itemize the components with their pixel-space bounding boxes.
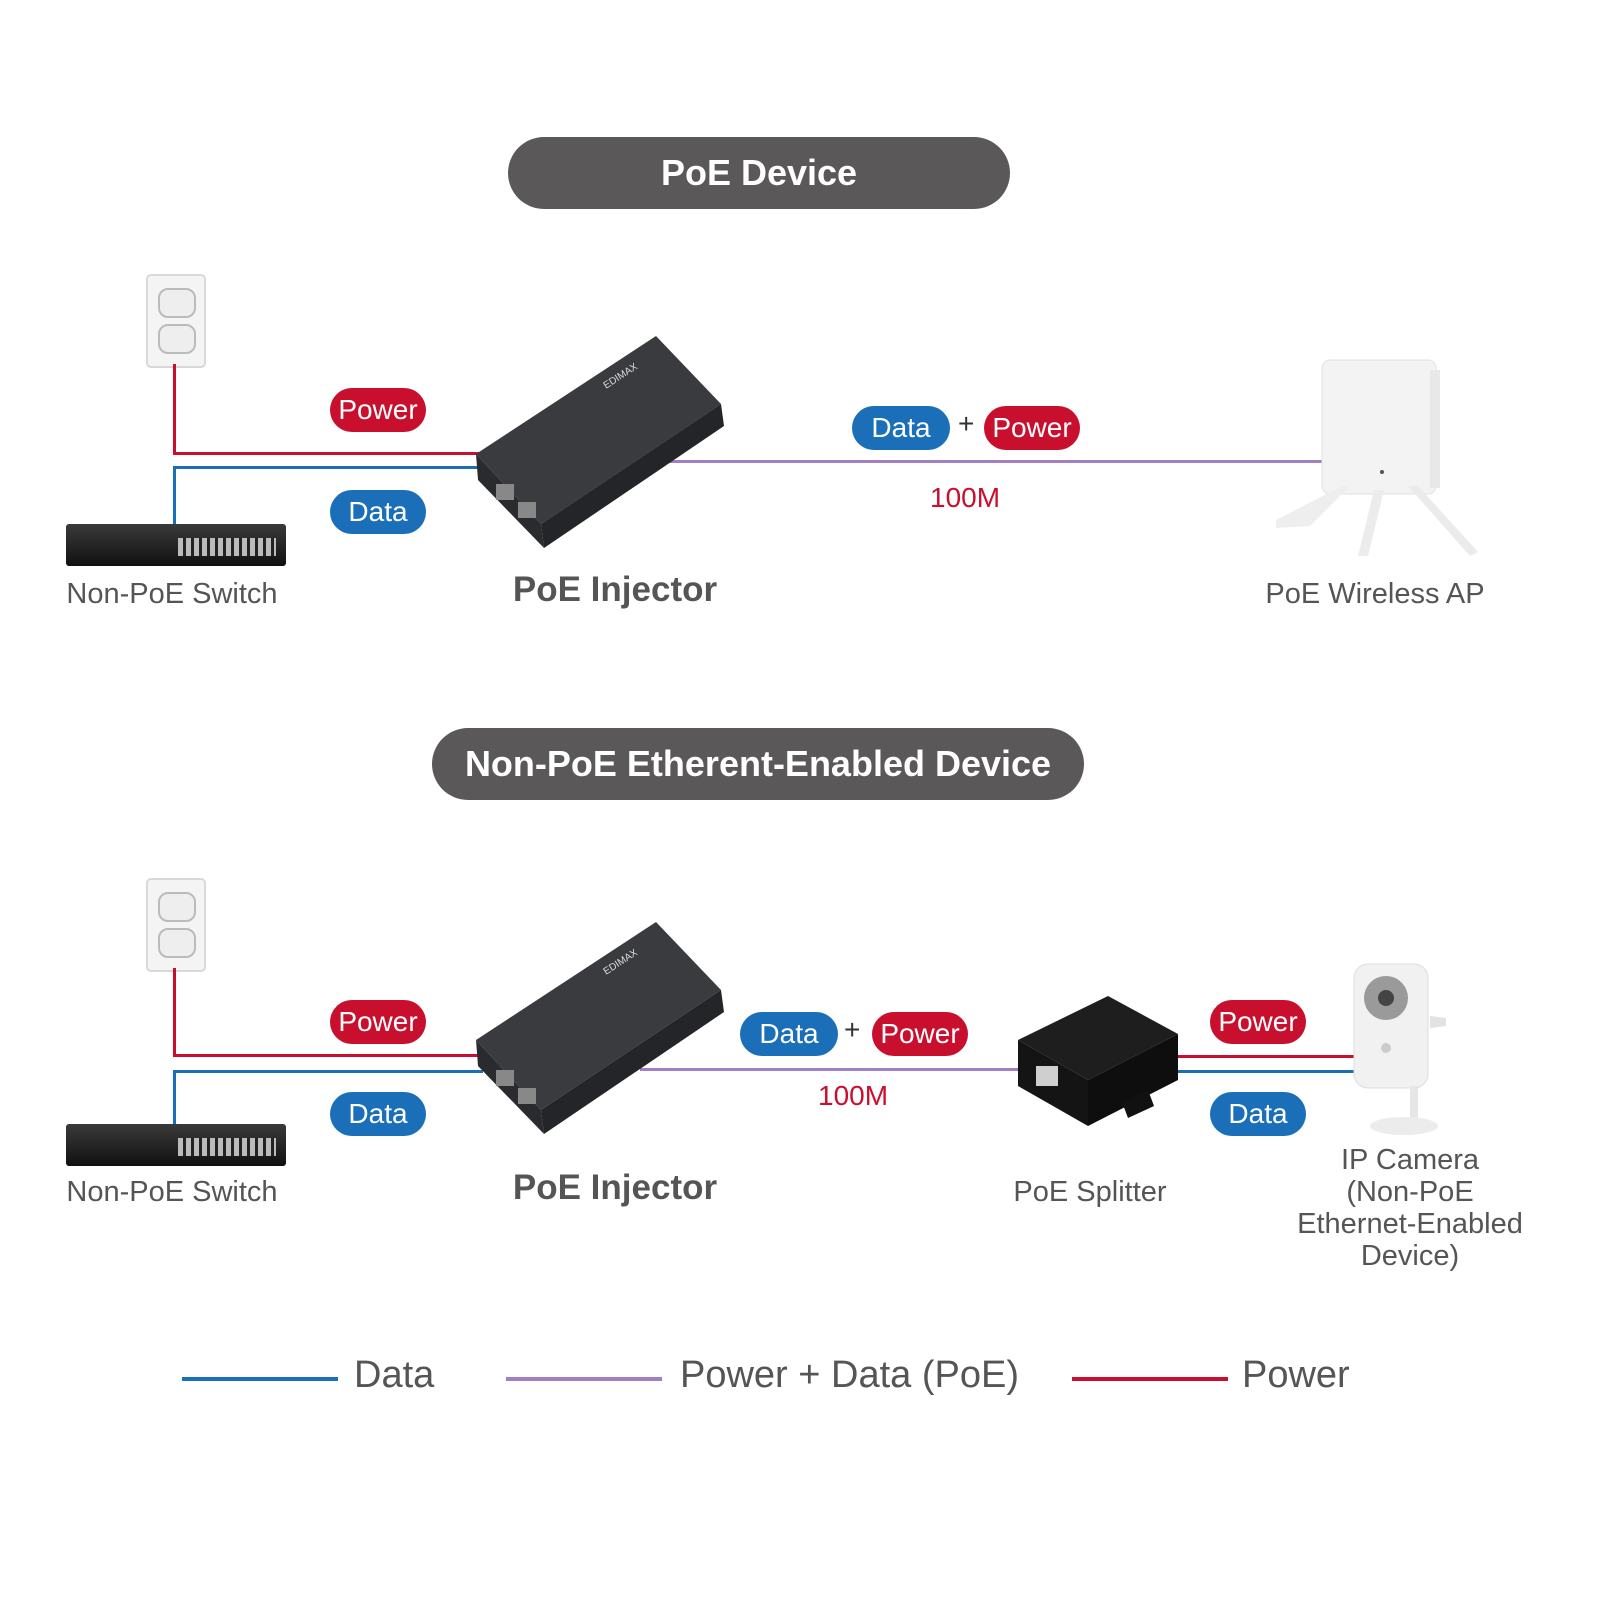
plus-sign: + [844, 1014, 861, 1045]
device-label-injector: PoE Injector [512, 570, 718, 609]
legend-swatch-power [1072, 1377, 1228, 1381]
power-badge: Power [330, 388, 426, 432]
wireless-ap-icon [1276, 359, 1478, 556]
device-label-endpoint: IP Camera (Non-PoE Ethernet-Enabled Devi… [1290, 1144, 1530, 1272]
distance-label: 100M [818, 1080, 889, 1111]
poe-injector-icon: EDIMAX [476, 336, 724, 548]
power-badge: Power [984, 406, 1080, 450]
legend-swatch-poe [506, 1377, 662, 1381]
data-badge: Data [740, 1012, 838, 1056]
power-wire [1176, 1055, 1356, 1058]
poe-splitter-icon [1018, 996, 1178, 1126]
power-outlet-icon [146, 878, 206, 972]
endpoint-line: Device) [1360, 1240, 1460, 1272]
data-wire [173, 466, 176, 526]
power-badge: Power [330, 1000, 426, 1044]
data-badge: Data [330, 1092, 426, 1136]
power-outlet-icon [146, 274, 206, 368]
power-badge: Power [1210, 1000, 1306, 1044]
endpoint-line: Ethernet-Enabled [1297, 1208, 1523, 1240]
power-wire [173, 452, 483, 455]
data-wire [173, 466, 483, 469]
data-badge: Data [1210, 1092, 1306, 1136]
endpoint-line: (Non-PoE [1346, 1176, 1474, 1208]
device-label-injector: PoE Injector [512, 1168, 718, 1207]
poe-wire [640, 1068, 1020, 1071]
data-wire [173, 1070, 176, 1128]
power-wire [173, 364, 176, 454]
legend-label-data: Data [354, 1354, 435, 1396]
poe-injector-icon: EDIMAX [476, 922, 724, 1134]
distance-label: 100M [930, 482, 1001, 513]
legend-swatch-data [182, 1377, 338, 1381]
device-label-switch: Non-PoE Switch [66, 578, 278, 610]
legend-label-poe: Power + Data (PoE) [680, 1354, 1019, 1396]
data-wire [1176, 1070, 1356, 1073]
poe-wire [660, 460, 1325, 463]
network-switch-icon [66, 524, 286, 566]
power-wire [173, 968, 176, 1056]
plus-sign: + [958, 408, 975, 439]
power-wire [173, 1054, 483, 1057]
section-title-poe-device: PoE Device [508, 137, 1010, 209]
network-switch-icon [66, 1124, 286, 1166]
data-wire [173, 1070, 483, 1073]
data-badge: Data [330, 490, 426, 534]
data-badge: Data [852, 406, 950, 450]
legend-label-power: Power [1242, 1354, 1350, 1396]
ip-camera-icon [1353, 963, 1446, 1135]
device-label-endpoint: PoE Wireless AP [1265, 578, 1485, 610]
power-badge: Power [872, 1012, 968, 1056]
endpoint-line: IP Camera [1340, 1144, 1480, 1176]
device-label-switch: Non-PoE Switch [66, 1176, 278, 1208]
section-title-non-poe-device: Non-PoE Etherent-Enabled Device [432, 728, 1084, 800]
device-label-splitter: PoE Splitter [1013, 1176, 1167, 1208]
